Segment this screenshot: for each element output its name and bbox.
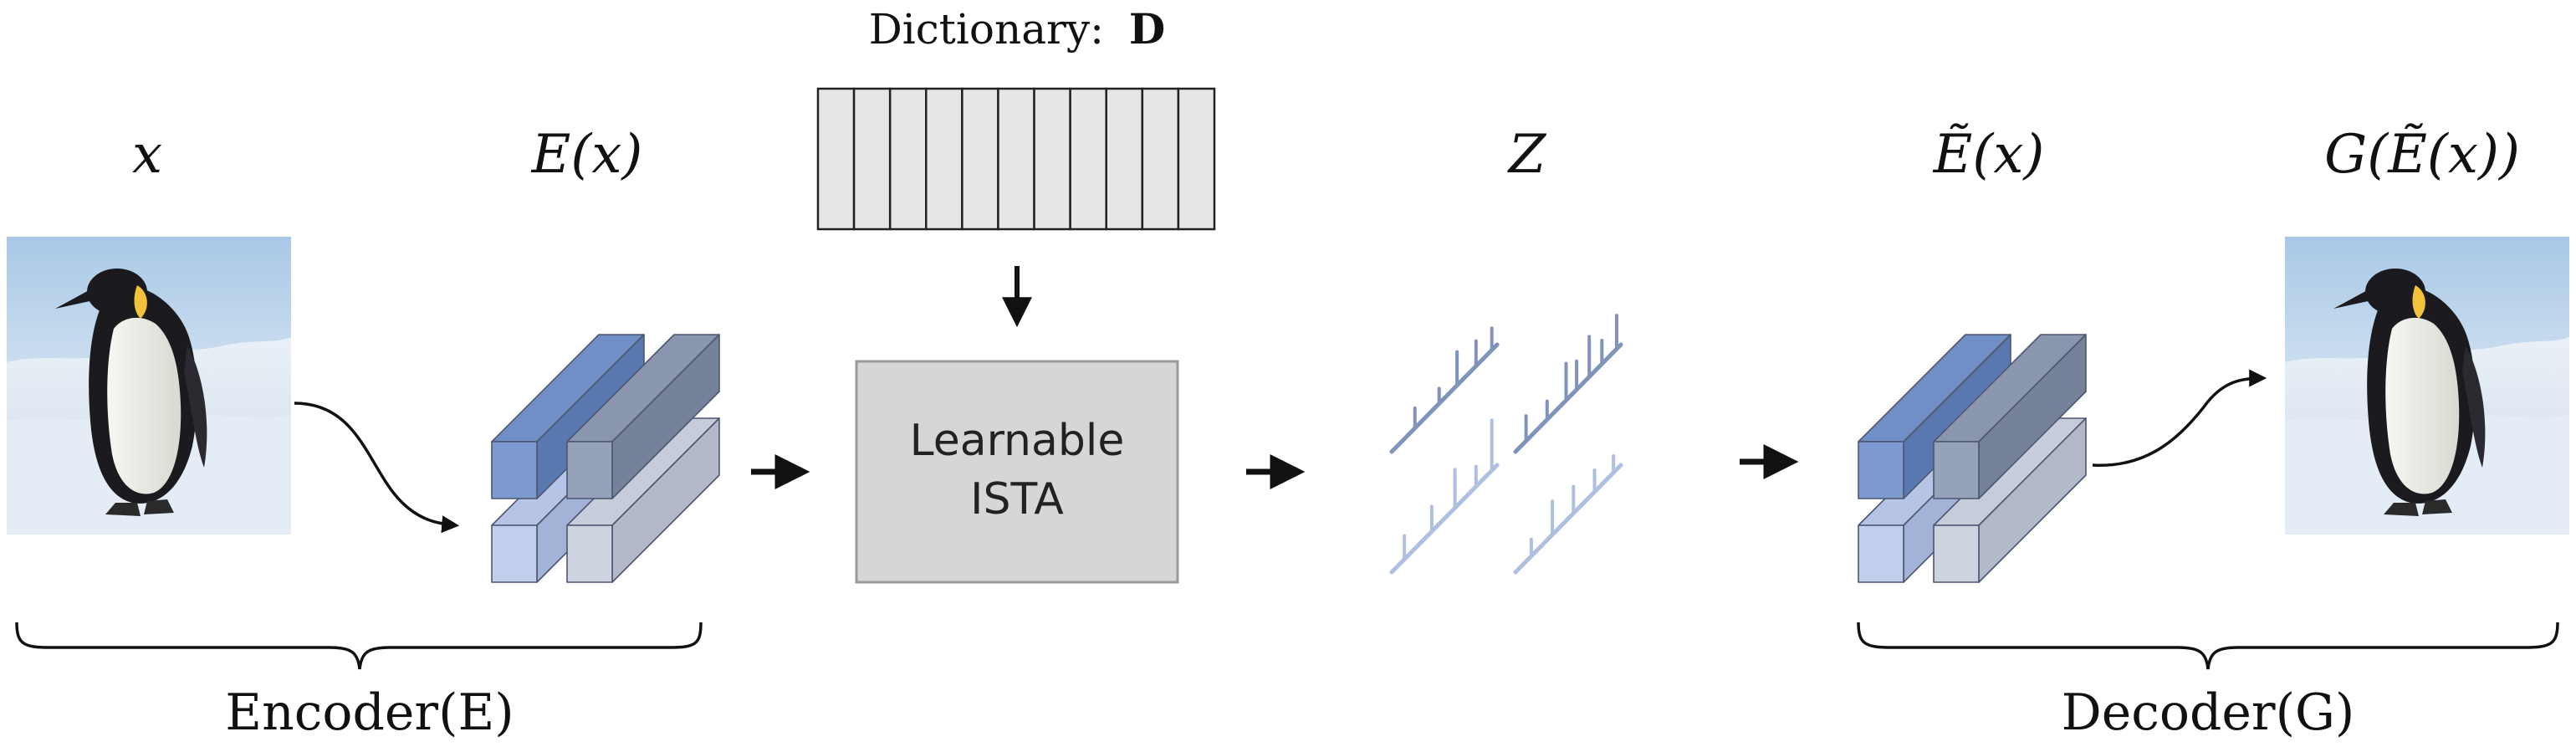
dictionary-atom-column [1177, 87, 1216, 231]
dictionary-atom-column [961, 87, 999, 231]
sparse-code-visual [1389, 314, 1623, 575]
label-decoded-latent: Ẽ(x) [1933, 123, 2045, 186]
decoder-label: Decoder(G) [2062, 683, 2355, 742]
dictionary-atom-column [1105, 87, 1144, 231]
dictionary-atom-column [925, 87, 963, 231]
dictionary-atom-column [997, 87, 1035, 231]
dictionary-title: Dictionary: D [869, 4, 1166, 54]
label-input-x: x [132, 124, 162, 186]
dictionary-atom-column [1141, 87, 1180, 231]
dictionary-matrix [816, 87, 1216, 231]
sparse-code-comb [1513, 314, 1623, 454]
output-image [2285, 237, 2569, 535]
encoder-label: Encoder(E) [225, 683, 514, 742]
dictionary-atom-column [888, 87, 928, 231]
arrow-features-to-output [2092, 369, 2267, 467]
sparse-code-comb [1389, 418, 1500, 575]
label-encoded-Ex: E(x) [531, 124, 643, 186]
dictionary-title-text: Dictionary: [869, 5, 1104, 54]
dictionary-atom-column [852, 87, 892, 231]
encoder-feature-blocks [491, 334, 720, 583]
feature-bar-gray [566, 334, 720, 499]
sparse-code-comb [1513, 453, 1623, 575]
label-sparse-code-Z: Z [1507, 124, 1547, 186]
dictionary-atom-column [1033, 87, 1071, 231]
feature-bar-dark [1858, 334, 2011, 499]
ista-label-line2: ISTA [970, 474, 1064, 524]
dictionary-atom-column [1069, 87, 1107, 231]
dictionary-atom-column [816, 87, 856, 231]
ista-label-line1: Learnable [910, 416, 1125, 466]
input-image [7, 237, 291, 535]
arrow-image-to-features [294, 402, 460, 534]
decoder-brace [1857, 622, 2559, 670]
learnable-ista-box [855, 360, 1179, 584]
label-output: G(Ẽ(x)) [2324, 123, 2520, 186]
feature-bar-gray [1933, 334, 2087, 499]
decoder-feature-blocks [1858, 334, 2087, 583]
sparse-code-comb [1389, 326, 1500, 454]
encoder-brace [15, 622, 703, 670]
dictionary-symbol: D [1129, 4, 1165, 54]
feature-bar-dark [491, 334, 645, 499]
